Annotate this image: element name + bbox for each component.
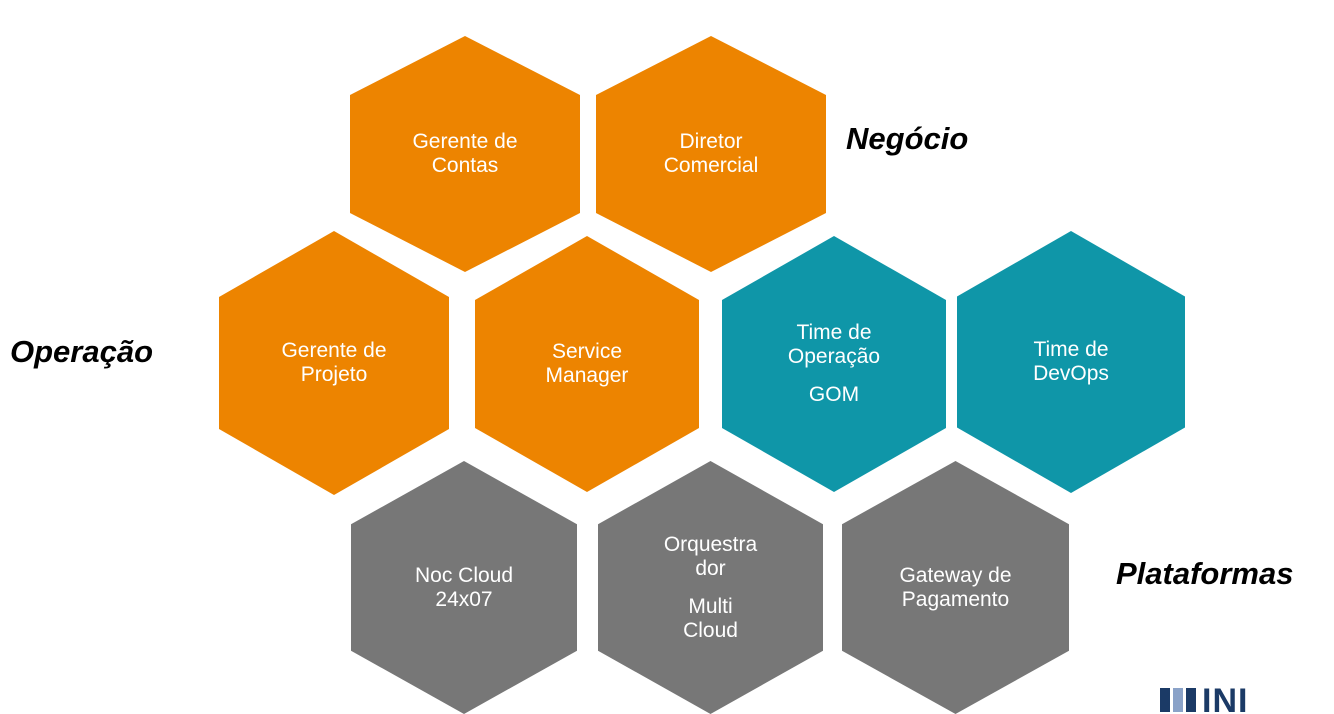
logo-text: INI [1202,682,1249,714]
hex-label-line: Cloud [683,618,738,642]
hex-noc-cloud: Noc Cloud 24x07 [351,461,577,714]
label-plataformas: Plataformas [1116,556,1294,591]
hex-diretor-comercial: Diretor Comercial [596,36,826,272]
hex-label-line: Gateway de [899,563,1012,587]
logo-mark-icon [1160,688,1196,712]
hex-label-line: Time de [796,321,872,344]
hex-label-line: Contas [431,154,499,177]
label-negocio: Negócio [846,121,969,156]
hex-label-line: Comercial [663,154,759,177]
hex-label-line: Operação [787,345,881,368]
hex-service-manager: Service Manager [475,236,699,492]
hex-label-line: dor [695,556,726,580]
hex-gerente-de-contas: Gerente de Contas [350,36,580,272]
hex-gerente-de-projeto: Gerente de Projeto [219,231,449,495]
hex-label-line: Multi [688,594,733,618]
hex-label-line: Diretor [679,130,743,153]
company-logo: INI [1160,684,1248,714]
hex-label-line: Pagamento [901,587,1010,611]
hex-orquestrador-multi-cloud: Orquestra dor Multi Cloud [598,461,823,714]
hex-label-line: Noc Cloud [414,563,514,587]
hex-label-line: Orquestra [663,532,758,556]
hex-label-line: Gerente de [412,130,518,153]
hex-label-line: Service [551,340,623,363]
hex-time-de-operacao: Time de Operação GOM [722,236,946,492]
hex-gateway-de-pagamento: Gateway de Pagamento [842,461,1069,714]
hex-label-line: GOM [808,383,860,406]
hex-label-line: Projeto [300,363,368,386]
hex-label-line: 24x07 [435,587,493,611]
hex-time-de-devops: Time de DevOps [957,231,1185,493]
label-operacao: Operação [10,334,154,369]
hex-label-line: Time de [1033,338,1109,361]
hex-label-line: Gerente de [281,339,387,362]
hex-label-line: DevOps [1033,362,1109,385]
hex-label-line: Manager [545,364,629,387]
